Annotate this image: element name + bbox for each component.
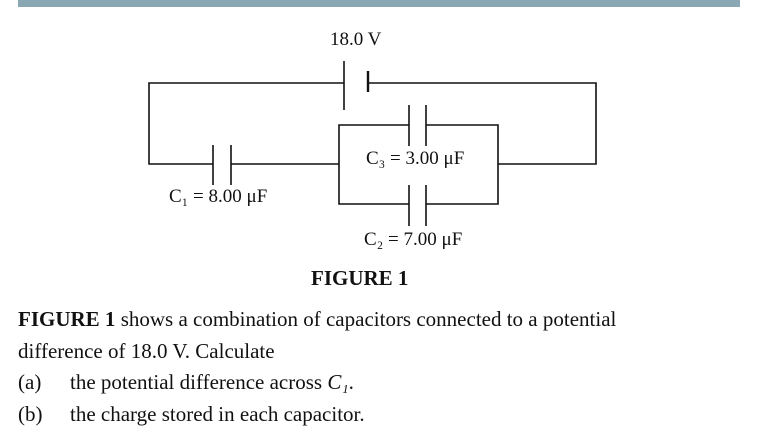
part-label: (a)	[18, 370, 42, 394]
c1-label: C₁ = 8.00 μF	[169, 186, 268, 207]
capacitor-c1-symbol	[212, 145, 232, 185]
intro-line-1: shows a combination of capacitors connec…	[115, 307, 617, 331]
figure-caption: FIGURE 1	[311, 266, 409, 290]
c2-label: C₂ = 7.00 μF	[364, 229, 463, 250]
question-part-a: (a) the potential difference across C₁.	[18, 370, 354, 395]
part-text-end: .	[348, 370, 354, 394]
capacitor-c3-symbol	[408, 105, 427, 146]
wires	[148, 82, 597, 205]
part-variable: C₁	[327, 370, 349, 394]
capacitor-c2-symbol	[408, 185, 427, 226]
part-label: (b)	[18, 402, 43, 426]
question-intro: FIGURE 1 shows a combination of capacito…	[18, 303, 616, 367]
part-text: the charge stored in each capacitor.	[70, 402, 365, 426]
intro-figure-ref: FIGURE 1	[18, 307, 116, 331]
battery-symbol	[343, 61, 370, 110]
part-text: the potential difference across	[70, 370, 328, 394]
intro-line-2: difference of 18.0 V. Calculate	[18, 339, 275, 363]
question-part-b: (b) the charge stored in each capacitor.	[18, 402, 365, 427]
question-header-bar	[18, 0, 740, 7]
voltage-label: 18.0 V	[330, 29, 382, 50]
c3-label: C₃ = 3.00 μF	[366, 148, 465, 169]
